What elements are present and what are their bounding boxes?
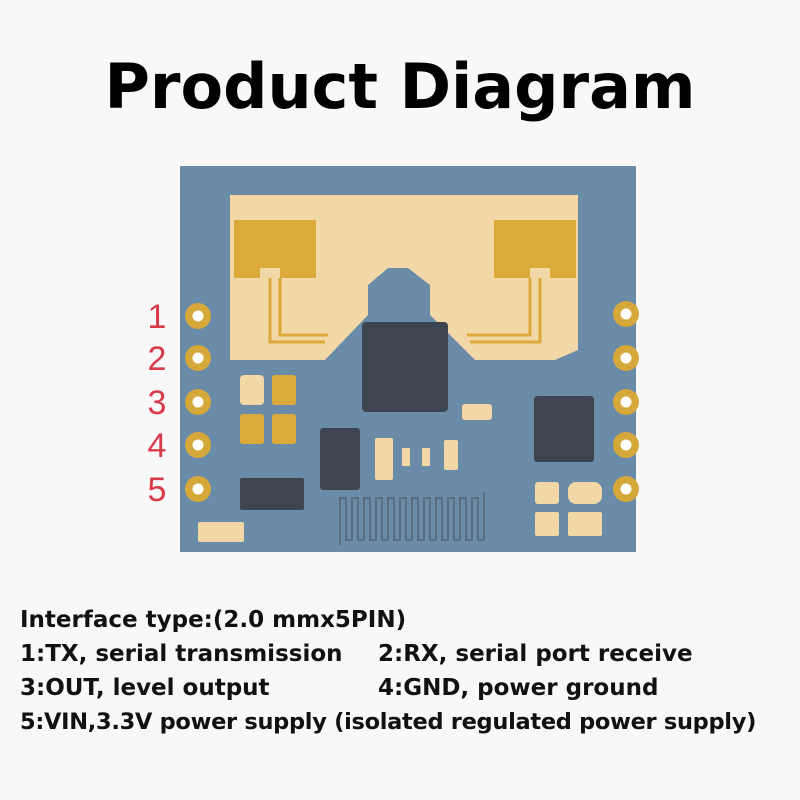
- antenna-patch-right: [494, 220, 576, 278]
- antenna-trace-right-2: [467, 278, 532, 337]
- pin-row-5: 5:VIN,3.3V power supply (isolated regula…: [20, 705, 795, 739]
- pad: [462, 404, 492, 420]
- pin-label-1: 1: [148, 298, 167, 336]
- pad: [535, 482, 559, 504]
- antenna-area: [230, 195, 578, 360]
- pin-label-2: 2: [148, 340, 167, 378]
- pin-label-5: 5: [148, 471, 167, 509]
- pad: [198, 522, 244, 542]
- pin-label-3: 3: [148, 384, 167, 422]
- pin-2-description: 2:RX, serial port receive: [378, 641, 693, 667]
- pad: [535, 512, 559, 536]
- pad: [272, 414, 296, 444]
- pad: [240, 414, 264, 444]
- pad: [240, 375, 264, 405]
- pin-5-description: 5:VIN,3.3V power supply (isolated regula…: [20, 709, 757, 735]
- antenna-trace-right: [470, 278, 542, 344]
- pad: [568, 482, 602, 504]
- pad: [568, 512, 602, 536]
- pad: [402, 448, 410, 466]
- left-pin-pads: [185, 303, 211, 502]
- pad: [272, 375, 296, 405]
- right-chip: [534, 396, 594, 462]
- right-pin-pads: [613, 301, 639, 502]
- pad: [375, 438, 393, 480]
- page-title: Product Diagram: [104, 50, 696, 123]
- meander-antenna: [339, 492, 485, 545]
- bottom-left-component: [240, 478, 304, 510]
- pin-row-1-2: 1:TX, serial transmission 2:RX, serial p…: [20, 637, 795, 671]
- main-chip: [362, 322, 448, 412]
- pin-3-description: 3:OUT, level output: [20, 675, 270, 701]
- pad: [422, 448, 430, 466]
- interface-type: Interface type:(2.0 mmx5PIN): [20, 603, 795, 637]
- antenna-trace-left: [268, 278, 325, 344]
- left-chip: [320, 428, 360, 490]
- antenna-patch-left: [234, 220, 316, 278]
- pin-label-4: 4: [148, 427, 167, 465]
- interface-text: Interface type:(2.0 mmx5PIN): [20, 607, 407, 633]
- pad: [444, 440, 458, 470]
- pin-4-description: 4:GND, power ground: [378, 675, 659, 701]
- module-diagram: 1 2 3 4 5: [148, 166, 639, 552]
- pin-1-description: 1:TX, serial transmission: [20, 641, 343, 667]
- antenna-trace-left-2: [278, 278, 328, 337]
- pin-info: Interface type:(2.0 mmx5PIN) 1:TX, seria…: [20, 603, 795, 739]
- pin-row-3-4: 3:OUT, level output 4:GND, power ground: [20, 671, 795, 705]
